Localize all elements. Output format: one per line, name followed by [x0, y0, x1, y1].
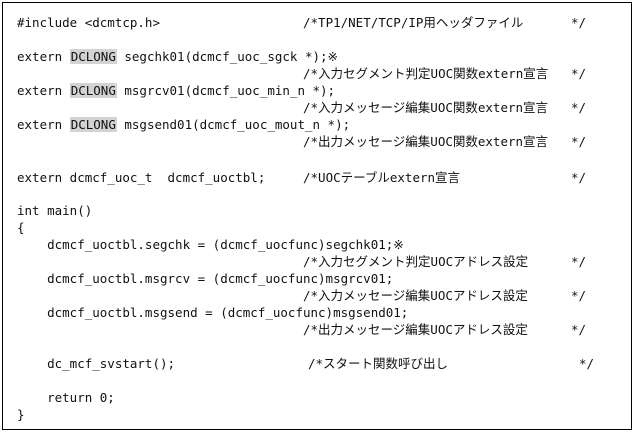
code-line-extern-msgrcv: extern DCLONG msgrcv01(dcmcf_uoc_min_n *…: [17, 83, 335, 99]
highlighted-type: DCLONG: [69, 49, 117, 64]
comment-text: /*出力メッセージ編集UOC関数extern宣言: [303, 134, 549, 149]
code-text: dcmcf_uoctbl.segchk = (dcmcf_uocfunc)seg…: [17, 237, 404, 252]
code-prefix: extern: [17, 49, 70, 64]
code-listing-frame: #include <dcmtcp.h> /*TP1/NET/TCP/IP用ヘッダ…: [2, 2, 632, 430]
comment-text: /*出力メッセージ編集UOCアドレス設定: [303, 322, 528, 337]
comment-svstart: /*スタート関数呼び出し: [308, 356, 448, 372]
code-text: dcmcf_uoctbl.msgsend = (dcmcf_uocfunc)ms…: [17, 305, 409, 320]
comment-end: */: [571, 100, 587, 115]
comment-text: /*入力セグメント判定UOC関数extern宣言: [303, 66, 549, 81]
code-prefix: extern: [17, 117, 70, 132]
comment-end: */: [571, 134, 587, 149]
comment-header-file: /*TP1/NET/TCP/IP用ヘッダファイル: [303, 15, 523, 31]
code-line-return: return 0;: [17, 390, 115, 406]
comment-end: */: [571, 288, 587, 303]
code-text: int main(): [17, 203, 93, 218]
code-line-set-msgrcv: dcmcf_uoctbl.msgrcv = (dcmcf_uocfunc)msg…: [17, 271, 393, 287]
comment-end: */: [571, 15, 587, 30]
comment-uoctbl: /*UOCテーブルextern宣言: [303, 170, 460, 186]
highlighted-type: DCLONG: [69, 83, 117, 98]
comment-text: /*TP1/NET/TCP/IP用ヘッダファイル: [303, 15, 524, 30]
comment-set-segchk: /*入力セグメント判定UOCアドレス設定: [303, 254, 528, 270]
comment-end: */: [571, 322, 587, 337]
code-text: {: [17, 220, 25, 235]
comment-set-msgrcv: /*入力メッセージ編集UOCアドレス設定: [303, 288, 528, 304]
comment-end: */: [571, 170, 587, 185]
comment-msgrcv: /*入力メッセージ編集UOC関数extern宣言: [303, 100, 548, 116]
highlighted-type: DCLONG: [69, 117, 117, 132]
code-line-svstart: dc_mcf_svstart();: [17, 356, 175, 372]
code-text: }: [17, 407, 25, 422]
code-line-extern-uoctbl: extern dcmcf_uoc_t dcmcf_uoctbl;: [17, 170, 265, 186]
code-line-include: #include <dcmtcp.h>: [17, 15, 160, 31]
comment-text: /*入力セグメント判定UOCアドレス設定: [303, 254, 529, 269]
code-text: dcmcf_uoctbl.msgrcv = (dcmcf_uocfunc)msg…: [17, 271, 394, 286]
code-text: msgrcv01(dcmcf_uoc_min_n *);: [116, 83, 336, 98]
code-text: #include <dcmtcp.h>: [17, 15, 160, 30]
code-text: msgsend01(dcmcf_uoc_mout_n *);: [116, 117, 351, 132]
comment-text: /*入力メッセージ編集UOCアドレス設定: [303, 288, 528, 303]
comment-set-msgsend: /*出力メッセージ編集UOCアドレス設定: [303, 322, 528, 338]
code-line-open-brace: {: [17, 220, 25, 236]
comment-text: /*入力メッセージ編集UOC関数extern宣言: [303, 100, 549, 115]
code-line-main: int main(): [17, 203, 92, 219]
code-line-set-msgsend: dcmcf_uoctbl.msgsend = (dcmcf_uocfunc)ms…: [17, 305, 408, 321]
comment-end: */: [571, 254, 587, 269]
code-line-extern-segchk: extern DCLONG segchk01(dcmcf_uoc_sgck *)…: [17, 49, 338, 65]
comment-text: /*スタート関数呼び出し: [308, 356, 449, 371]
code-text: extern dcmcf_uoc_t dcmcf_uoctbl;: [17, 170, 266, 185]
code-prefix: extern: [17, 83, 70, 98]
code-line-extern-msgsend: extern DCLONG msgsend01(dcmcf_uoc_mout_n…: [17, 117, 350, 133]
code-line-close-brace: }: [17, 407, 25, 423]
comment-msgsend: /*出力メッセージ編集UOC関数extern宣言: [303, 134, 548, 150]
comment-end: */: [579, 356, 595, 371]
comment-segchk: /*入力セグメント判定UOC関数extern宣言: [303, 66, 548, 82]
code-text: return 0;: [17, 390, 115, 405]
code-text: segchk01(dcmcf_uoc_sgck *);※: [116, 49, 339, 64]
code-line-set-segchk: dcmcf_uoctbl.segchk = (dcmcf_uocfunc)seg…: [17, 237, 404, 253]
code-text: dc_mcf_svstart();: [17, 356, 176, 371]
comment-end: */: [571, 66, 587, 81]
comment-text: /*UOCテーブルextern宣言: [303, 170, 461, 185]
